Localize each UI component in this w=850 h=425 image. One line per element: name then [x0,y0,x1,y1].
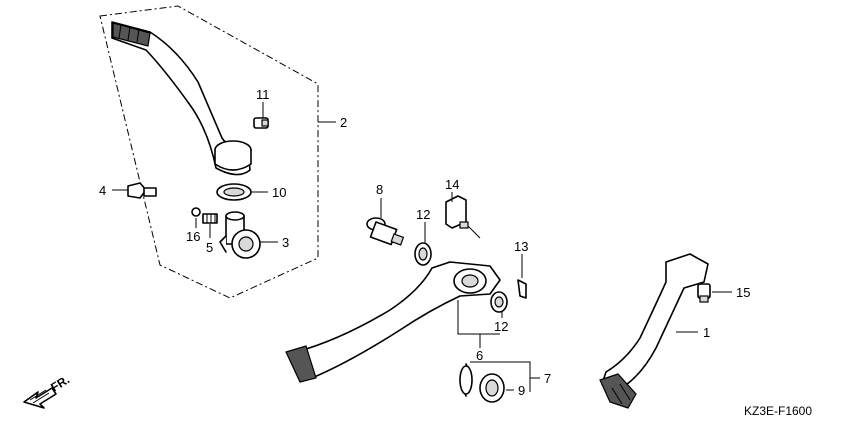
bracket-14 [445,195,469,229]
kickstarter-pinion-3 [219,211,261,259]
collar-9 [479,373,505,403]
callout-13: 13 [514,239,528,254]
callout-7: 7 [544,371,551,386]
callout-9: 9 [518,383,525,398]
callout-6: 6 [476,348,483,363]
callout-15: 15 [736,285,750,300]
return-spring [459,363,473,397]
front-direction-arrow [23,387,57,409]
callout-2: 2 [340,115,347,130]
kickstarter-assembly-frame [99,5,319,299]
bolt-4 [127,182,157,199]
callout-5: 5 [206,240,213,255]
callout-1: 1 [703,325,710,340]
callout-10: 10 [272,185,286,200]
spring-5 [202,213,218,224]
steel-ball-16 [191,207,201,217]
oil-seal-10 [216,183,252,201]
kickstarter-arm [111,21,252,176]
cotter-pin-13 [517,279,527,299]
brake-pedal-6 [285,261,501,383]
pivot-bolt-8 [366,217,405,246]
washer-12-lower [490,291,508,313]
callout-14: 14 [445,177,459,192]
callout-8: 8 [376,182,383,197]
callout-16: 16 [186,229,200,244]
diagram-code: KZ3E-F1600 [744,404,812,418]
callout-12-upper: 12 [416,207,430,222]
callout-12-lower: 12 [494,319,508,334]
callout-11: 11 [256,87,270,102]
washer-12-upper [414,242,432,266]
bolt-15 [697,283,711,303]
gearshift-pedal-1 [599,253,709,409]
bolt-11 [253,117,269,129]
callout-4: 4 [99,183,106,198]
callout-3: 3 [282,235,289,250]
